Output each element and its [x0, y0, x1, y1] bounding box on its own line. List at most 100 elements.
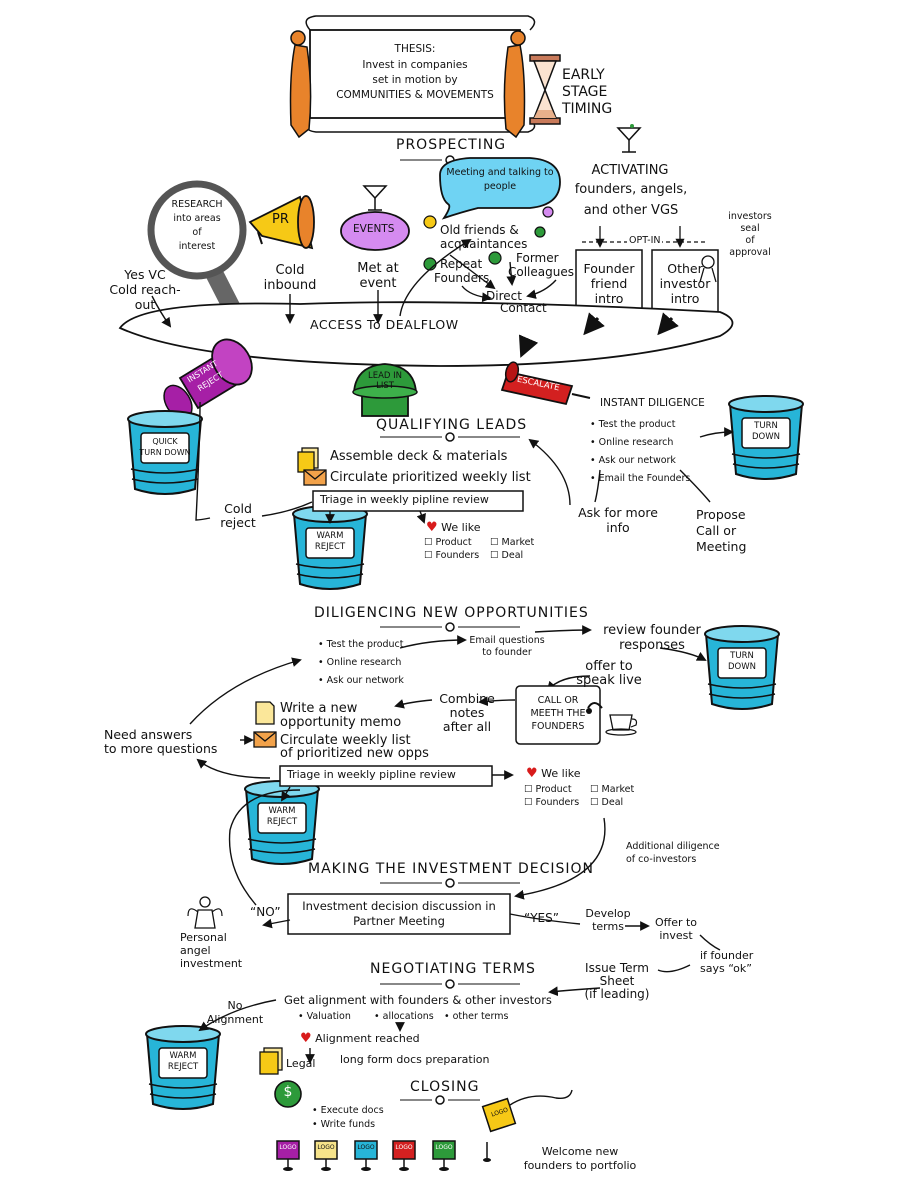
former-colleagues-line-1: Former — [516, 251, 559, 265]
seal-line-2: seal — [740, 223, 760, 234]
ask-more-line-1: Ask for more — [578, 505, 658, 520]
repeat-founders-line-1: Repeat — [440, 257, 483, 271]
timing-line-2: STAGE — [562, 84, 608, 100]
other-investor-intro-line-1: Other — [667, 261, 703, 276]
instant-diligence-item-4: Email the Founders — [590, 473, 691, 485]
pr-label: PR — [272, 212, 289, 227]
offer-speak-line-2: speak live — [576, 673, 642, 688]
call-meet-founders-box — [515, 685, 601, 745]
review-line-1: review founder — [603, 623, 701, 638]
develop-line-2: terms — [592, 920, 624, 933]
diligencing-item-1: Test the product — [318, 639, 404, 651]
write-memo-line-1: Write a new — [280, 701, 358, 716]
turn-down-label-2: DOWN — [752, 432, 780, 442]
instant-diligence-item-2: Online research — [590, 437, 674, 449]
envelope-icon — [303, 469, 327, 486]
founder-friend-intro-line-1: Founder — [583, 261, 635, 276]
decision-divider — [380, 878, 520, 888]
timing-line-1: EARLY — [562, 67, 605, 83]
thesis-scroll-illustration — [289, 15, 536, 139]
we-like-label: We like — [441, 521, 481, 534]
long-form-text: long form docs preparation — [340, 1053, 490, 1066]
timing-line-3: TIMING — [562, 101, 613, 117]
warm-reject-label-1: WARM — [316, 531, 344, 541]
warm-reject-3-label-2: REJECT — [167, 1062, 199, 1072]
research-line-3: of — [192, 227, 202, 238]
other-investor-intro-line-2: investor — [659, 276, 711, 291]
decision-title: MAKING THE INVESTMENT DECISION — [308, 861, 595, 877]
circulate-weekly-line-2: of prioritized new opps — [280, 746, 429, 761]
welcome-line-1: Welcome new — [541, 1145, 619, 1158]
founder-friend-intro-line-3: intro — [594, 291, 624, 306]
old-friends-line-2: acquaintances — [440, 237, 528, 251]
check-market-2: Market — [590, 784, 635, 796]
yes-label: “YES” — [524, 911, 559, 925]
activating-line-2: founders, angels, — [574, 182, 688, 197]
dollar-coin-icon — [274, 1080, 302, 1108]
we-like-1: ♥ We like — [426, 520, 481, 536]
offer-speak-line-1: offer to — [585, 659, 633, 674]
closing-item-1: Execute docs — [312, 1105, 384, 1117]
warm-reject-label-2: REJECT — [314, 542, 346, 552]
circulate-text: Circulate prioritized weekly list — [330, 470, 531, 485]
qualifying-divider — [380, 432, 520, 442]
seal-line-3: of — [745, 235, 755, 246]
quick-turn-down-label-2: TURN DOWN — [139, 448, 191, 457]
direct-contact-line-2: Contact — [500, 301, 547, 315]
coffee-cup-icon — [605, 714, 638, 736]
qualifying-arrows — [195, 401, 734, 524]
logo-label-5: LOGO — [435, 1144, 453, 1151]
diligencing-item-2: Online research — [318, 657, 402, 669]
closing-divider — [400, 1095, 480, 1105]
former-colleagues-line-2: Colleagues — [508, 265, 574, 279]
combine-line-3: after all — [442, 719, 492, 734]
dollar-symbol: $ — [283, 1084, 293, 1100]
founder-friend-intro-line-2: friend — [590, 276, 628, 291]
triage-box-2 — [279, 765, 493, 787]
access-dealflow-label: ACCESS To DEALFLOW — [310, 317, 459, 332]
welcome-line-2: founders to portfolio — [523, 1159, 637, 1172]
direct-contact-line-1: Direct — [486, 289, 522, 303]
write-memo-line-2: opportunity memo — [280, 715, 402, 730]
negotiating-item-2: allocations — [374, 1011, 434, 1023]
activating-cocktail-icon — [616, 124, 642, 153]
events-label: EVENTS — [353, 223, 395, 235]
diligencing-title: DILIGENCING NEW OPPORTUNITIES — [314, 605, 589, 621]
investor-seal-icon — [699, 255, 717, 283]
angel-line-3: investment — [180, 957, 243, 970]
meeting-bubble-line-2: people — [483, 181, 517, 192]
warm-reject-2-label-2: REJECT — [266, 817, 298, 827]
issue-line-1: Issue Term — [585, 961, 649, 975]
angel-line-1: Personal — [180, 931, 227, 944]
triage-text-2: Triage in weekly pipline review — [287, 768, 456, 781]
check-product-1: Product — [424, 537, 472, 549]
additional-line-1: Additional diligence — [626, 841, 720, 852]
dealflow-funnel — [118, 301, 734, 367]
yes-vc-line-1: Yes VC — [124, 267, 166, 282]
repeat-founders-line-2: Founders — [434, 271, 490, 285]
quick-turn-down-label-1: QUICK — [152, 437, 178, 446]
check-deal-2: Deal — [590, 797, 624, 809]
alignment-reached-label: Alignment reached — [315, 1032, 420, 1045]
cold-inbound-line-1: Cold — [275, 263, 305, 278]
hand-holding-logo-icon — [481, 1089, 573, 1162]
met-at-event-line-2: event — [359, 276, 397, 291]
cold-inbound-line-2: inbound — [263, 278, 317, 293]
qualifying-title: QUALIFYING LEADS — [376, 417, 528, 433]
met-at-event-line-1: Met at — [357, 261, 399, 276]
call-box-line-3: FOUNDERS — [531, 721, 585, 732]
events-bubble — [340, 185, 410, 251]
we-like-label-2: We like — [541, 767, 581, 780]
alignment-text: Get alignment with founders & other inve… — [284, 993, 552, 1007]
research-line-1: RESEARCH — [171, 199, 223, 210]
no-alignment-line-1: No — [227, 999, 243, 1012]
review-line-2: responses — [619, 638, 685, 653]
check-deal-1: Deal — [490, 550, 524, 562]
triage-box-1 — [312, 490, 524, 512]
issue-line-3: (if leading) — [584, 987, 650, 1001]
assemble-text: Assemble deck & materials — [330, 449, 508, 464]
turn-down-2-label-1: TURN — [730, 651, 754, 661]
lead-in-list-label-1: LEAD IN — [367, 371, 403, 381]
legal-text: Legal — [286, 1057, 316, 1070]
